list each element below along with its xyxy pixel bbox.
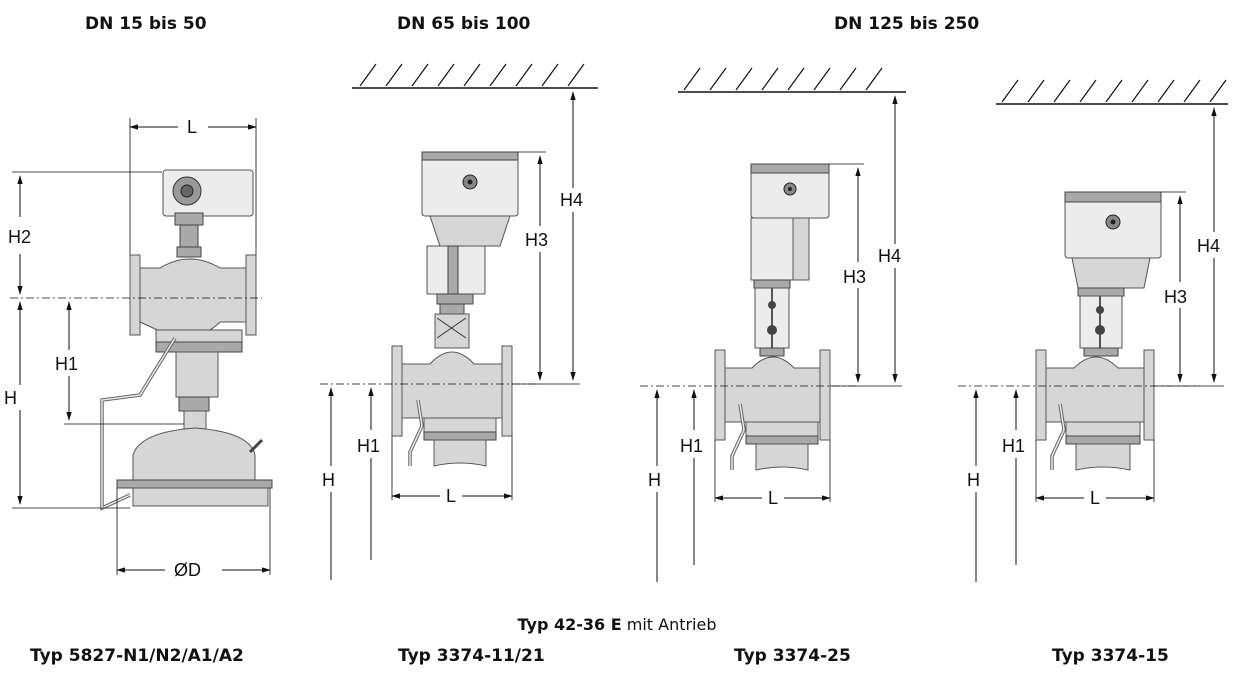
figure-dn-125-250-b: L H1 H H3 H4 [958,79,1228,582]
header-dn-15-50: DN 15 bis 50 [85,14,207,34]
technical-drawing: L H2 H1 [4,63,1228,582]
dim-label-h-d: H [967,470,980,490]
footer-typ-5827: Typ 5827-N1/N2/A1/A2 [30,646,244,666]
header-dn-125-250: DN 125 bis 250 [834,14,980,34]
dim-label-h1-a: H1 [55,354,78,374]
dim-label-h1-d: H1 [1002,436,1025,456]
dim-label-h-c: H [648,470,661,490]
dim-label-h3-c: H3 [843,267,866,287]
dim-label-h-b: H [322,470,335,490]
dim-label-l-d: L [1090,488,1100,508]
dim-label-h4-d: H4 [1197,236,1220,256]
header-dn-65-100: DN 65 bis 100 [397,14,531,34]
dim-label-h1-b: H1 [357,436,380,456]
dim-label-h4-c: H4 [878,246,901,266]
dim-label-h1-c: H1 [680,436,703,456]
dim-label-h-a: H [4,388,17,408]
footer-typ-3374-25: Typ 3374-25 [734,646,851,666]
dim-label-l-c: L [768,488,778,508]
figure-dn-15-50: L H2 H1 [4,117,273,580]
figure-dn-125-250-a: L H1 H H3 H4 [640,67,906,582]
dim-label-l-b: L [446,486,456,506]
footer-typ-3374-15: Typ 3374-15 [1052,646,1169,666]
dim-label-h2: H2 [8,227,31,247]
footer-typ-3374-11-21: Typ 3374-11/21 [398,646,545,666]
dim-label-l: L [187,117,197,137]
dim-label-h3-d: H3 [1164,287,1187,307]
dim-label-d: ØD [174,560,201,580]
caption-rest: mit Antrieb [621,615,717,634]
figure-dn-65-100: L H1 H H3 H4 [320,63,598,580]
dim-label-h3-b: H3 [525,230,548,250]
caption-type: Typ 42-36 E [517,615,622,634]
figure-caption: Typ 42-36 E mit Antrieb [0,615,1234,634]
dim-label-h4-b: H4 [560,190,583,210]
